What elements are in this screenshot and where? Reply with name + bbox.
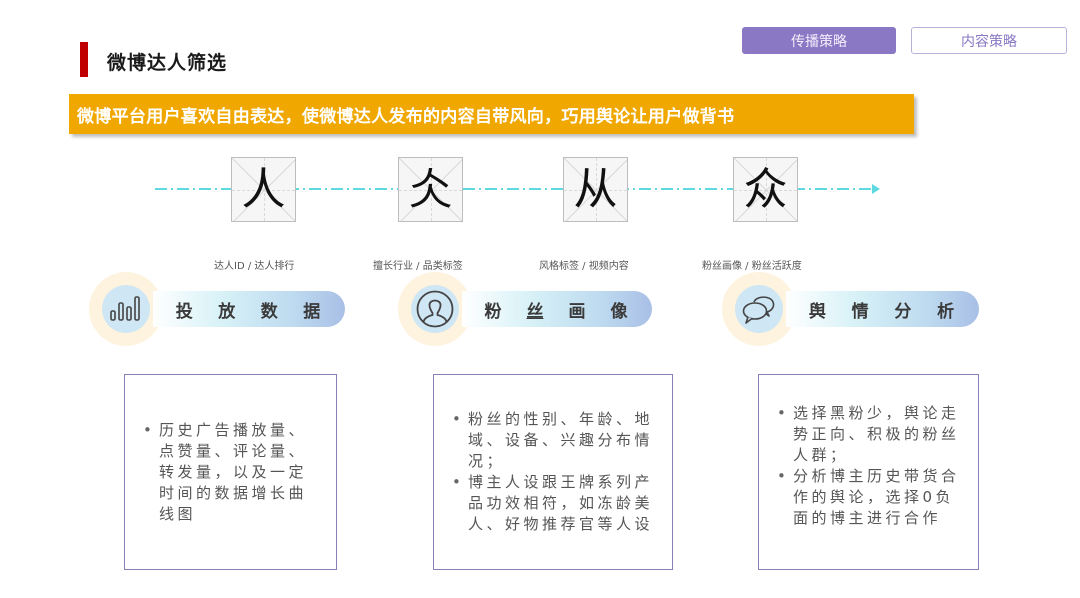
pill-char: 舆 bbox=[808, 301, 826, 322]
grid-guides bbox=[734, 158, 797, 221]
category-ad-data: 投 放 数 据 bbox=[89, 272, 349, 346]
tab-content-strategy[interactable]: 内容策略 bbox=[911, 27, 1067, 54]
chat-bubbles-icon bbox=[742, 296, 775, 324]
icon-circle bbox=[411, 285, 459, 333]
arrow-right-icon bbox=[872, 184, 880, 194]
category-pill: 舆 情 分 析 bbox=[786, 291, 979, 327]
dash-dot-connector bbox=[155, 188, 875, 190]
bullet-item: 分析博主历史带货合作的舆论，选择0负面的博主进行合作 bbox=[777, 466, 966, 529]
char-tile-2: 仌 bbox=[398, 157, 463, 222]
description-box-sentiment: 选择黑粉少，舆论走势正向、积极的粉丝人群； 分析博主历史带货合作的舆论，选择0负… bbox=[758, 374, 979, 570]
description-box-fan-profile: 粉丝的性别、年龄、地域、设备、兴趣分布情况； 博主人设跟王牌系列产品功效相符，如… bbox=[433, 374, 673, 570]
grid-guides bbox=[399, 158, 462, 221]
bar-chart-icon bbox=[110, 296, 140, 321]
pill-char: 放 bbox=[218, 301, 236, 322]
pill-char: 粉 bbox=[484, 301, 502, 322]
bullet-item: 粉丝的性别、年龄、地域、设备、兴趣分布情况； bbox=[452, 409, 660, 472]
category-fan-profile: 粉 丝 画 像 bbox=[398, 272, 658, 346]
tag-label-1: 达人ID / 达人排行 bbox=[214, 261, 295, 272]
char-tile-3: 从 bbox=[563, 157, 628, 222]
grid-guides bbox=[564, 158, 627, 221]
category-sentiment-analysis: 舆 情 分 析 bbox=[722, 272, 982, 346]
pill-char: 像 bbox=[610, 301, 628, 322]
char-glyph: 仌 bbox=[408, 163, 453, 215]
pill-char: 画 bbox=[568, 301, 586, 322]
char-glyph: 人 bbox=[241, 163, 286, 215]
pill-char: 据 bbox=[303, 301, 321, 322]
char-glyph: 众 bbox=[743, 163, 788, 215]
description-box-ad-data: 历史广告播放量、点赞量、评论量、转发量，以及一定时间的数据增长曲线图 bbox=[124, 374, 337, 570]
pill-char: 分 bbox=[894, 301, 912, 322]
page-title: 微博达人筛选 bbox=[107, 52, 228, 74]
bullet-item: 历史广告播放量、点赞量、评论量、转发量，以及一定时间的数据增长曲线图 bbox=[143, 420, 324, 525]
grid-guides bbox=[232, 158, 295, 221]
title-accent-bar bbox=[80, 42, 88, 77]
pill-char: 投 bbox=[175, 301, 193, 322]
category-pill: 投 放 数 据 bbox=[153, 291, 345, 327]
pill-char: 情 bbox=[851, 301, 869, 322]
bullet-item: 选择黑粉少，舆论走势正向、积极的粉丝人群； bbox=[777, 403, 966, 466]
pill-char: 丝 bbox=[526, 301, 544, 322]
category-pill: 粉 丝 画 像 bbox=[462, 291, 652, 327]
char-glyph: 从 bbox=[573, 163, 618, 215]
icon-circle bbox=[735, 285, 783, 333]
summary-banner: 微博平台用户喜欢自由表达，使微博达人发布的内容自带风向，巧用舆论让用户做背书 bbox=[69, 94, 914, 134]
pill-char: 析 bbox=[937, 301, 955, 322]
pill-char: 数 bbox=[260, 301, 278, 322]
tag-label-4: 粉丝画像 / 粉丝活跃度 bbox=[702, 261, 802, 272]
tag-label-3: 风格标签 / 视频内容 bbox=[539, 261, 629, 272]
char-tile-4: 众 bbox=[733, 157, 798, 222]
tab-propagation-strategy[interactable]: 传播策略 bbox=[742, 27, 896, 54]
user-profile-icon bbox=[416, 290, 454, 328]
char-tile-1: 人 bbox=[231, 157, 296, 222]
tag-label-2: 擅长行业 / 品类标签 bbox=[373, 261, 463, 272]
bullet-item: 博主人设跟王牌系列产品功效相符，如冻龄美人、好物推荐官等人设 bbox=[452, 472, 660, 535]
icon-circle bbox=[102, 285, 150, 333]
